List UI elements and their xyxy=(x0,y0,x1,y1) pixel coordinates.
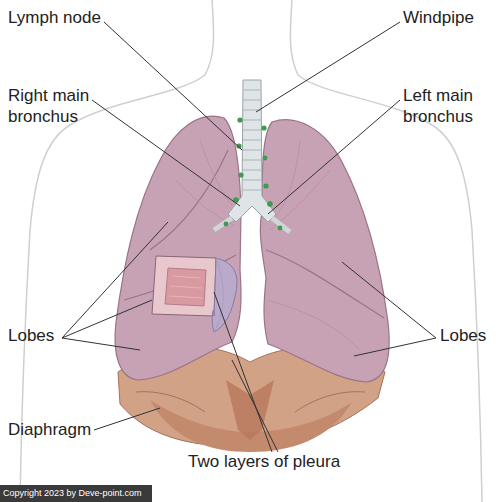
part-label: Diaphragm xyxy=(8,420,108,441)
leader-lines xyxy=(62,22,436,452)
part-label: Windpipe xyxy=(403,8,498,29)
part-label: Two layers of pleura xyxy=(188,452,408,473)
copyright-band xyxy=(0,485,152,502)
part-label: Lobes xyxy=(8,326,88,347)
copyright-notice: Copyright 2023 by Deve-point.com xyxy=(3,488,142,499)
part-label: Left main bronchus xyxy=(403,86,498,127)
part-label: Lobes xyxy=(440,326,498,347)
left-lung xyxy=(260,120,389,382)
part-label: Right main bronchus xyxy=(8,86,108,127)
lymph-nodes xyxy=(224,117,283,230)
windpipe xyxy=(214,80,290,232)
right-lung xyxy=(115,116,241,380)
part-label: Lymph node xyxy=(8,8,158,29)
